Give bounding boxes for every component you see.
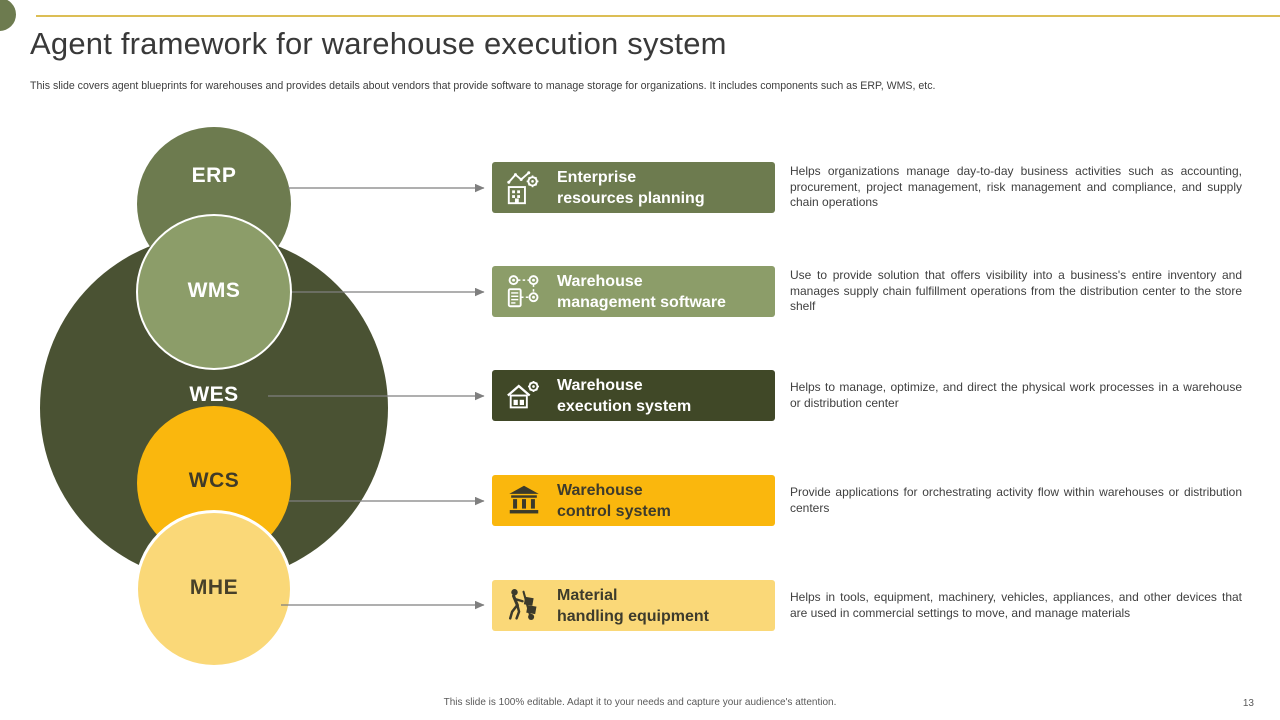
wcs-row: Warehouse control system Provide applica…: [492, 475, 1252, 526]
slide-subtitle: This slide covers agent blueprints for w…: [30, 80, 936, 92]
mhe-row: Material handling equipment Helps in too…: [492, 580, 1252, 631]
bank-building-icon: [503, 482, 545, 520]
mhe-circle-label: MHE: [189, 576, 239, 599]
wms-row: Warehouse management software Use to pro…: [492, 266, 1252, 317]
mhe-tag-title-line2: handling equipment: [557, 607, 709, 625]
wes-tag-title-line2: execution system: [557, 397, 692, 415]
erp-tag-title-line1: Enterprise: [557, 168, 637, 186]
page-number: 13: [1242, 698, 1254, 709]
wes-tag-title-line1: Warehouse: [557, 376, 643, 394]
wes-circle-label: WES: [189, 383, 239, 406]
chart-building-gear-icon: [503, 169, 545, 207]
wms-circle: [136, 214, 292, 370]
wcs-description: Provide applications for orchestrating a…: [790, 485, 1242, 515]
erp-description: Helps organizations manage day-to-day bu…: [790, 164, 1242, 210]
wms-description: Use to provide solution that offers visi…: [790, 268, 1242, 314]
wes-row: Warehouse execution system Helps to mana…: [492, 370, 1252, 421]
network-clipboard-icon: [503, 273, 545, 311]
header-accent-line: [36, 15, 1280, 17]
wcs-tag-title-line2: control system: [557, 502, 671, 520]
wcs-tag-box: Warehouse control system: [492, 475, 775, 526]
wes-description: Helps to manage, optimize, and direct th…: [790, 380, 1242, 410]
wms-tag-title-line2: management software: [557, 293, 726, 311]
hand-truck-icon: [503, 587, 545, 625]
warehouse-gear-icon: [503, 377, 545, 415]
erp-tag-title: Enterprise resources planning: [557, 167, 705, 209]
erp-tag-title-line2: resources planning: [557, 189, 705, 207]
wms-tag-box: Warehouse management software: [492, 266, 775, 317]
wcs-circle-label: WCS: [188, 469, 240, 492]
wes-tag-title: Warehouse execution system: [557, 375, 691, 417]
mhe-circle: [135, 510, 293, 668]
wms-circle-label: WMS: [187, 279, 241, 302]
erp-tag-box: Enterprise resources planning: [492, 162, 775, 213]
erp-row: Enterprise resources planning Helps orga…: [492, 162, 1252, 213]
corner-accent-circle: [0, 0, 16, 31]
wcs-tag-title: Warehouse control system: [557, 480, 671, 522]
mhe-tag-title: Material handling equipment: [557, 585, 709, 627]
mhe-tag-box: Material handling equipment: [492, 580, 775, 631]
footer-note: This slide is 100% editable. Adapt it to…: [443, 697, 837, 708]
erp-circle-label: ERP: [191, 164, 237, 187]
wms-tag-title-line1: Warehouse: [557, 272, 643, 290]
mhe-tag-title-line1: Material: [557, 586, 618, 604]
slide-title: Agent framework for warehouse execution …: [30, 26, 727, 61]
wes-tag-box: Warehouse execution system: [492, 370, 775, 421]
wms-tag-title: Warehouse management software: [557, 271, 726, 313]
wcs-tag-title-line1: Warehouse: [557, 481, 643, 499]
mhe-description: Helps in tools, equipment, machinery, ve…: [790, 590, 1242, 620]
